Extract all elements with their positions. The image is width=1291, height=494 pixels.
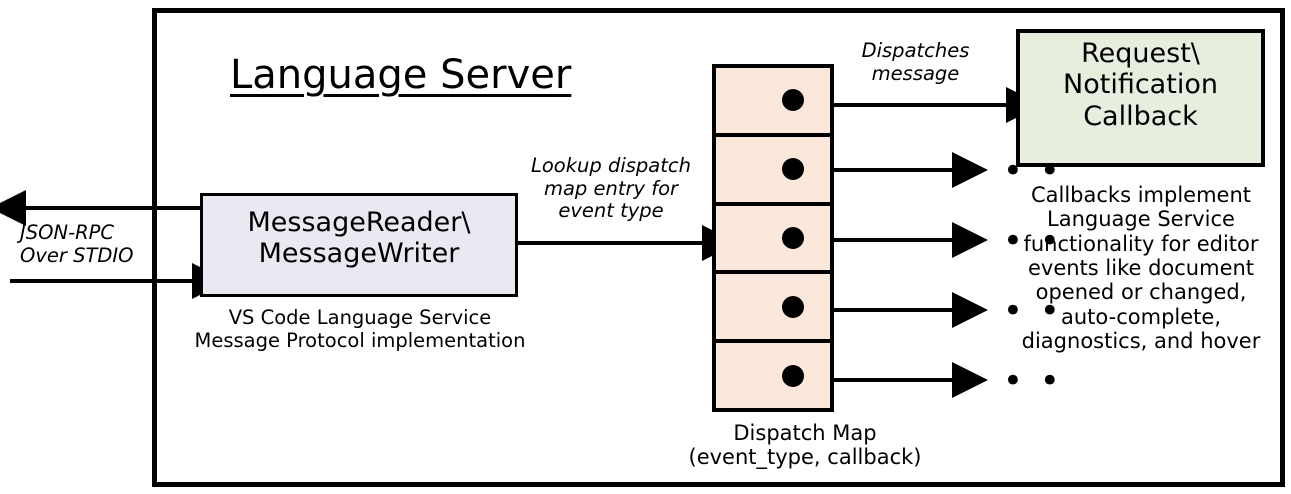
entry-dot-icon — [782, 295, 804, 318]
dispatch-map-table[interactable] — [712, 64, 834, 412]
jsonrpc-channel-label: JSON-RPC Over STDIO — [20, 221, 134, 267]
entry-dot-icon — [782, 364, 804, 387]
ellipsis-row-4: • • • — [966, 291, 1063, 331]
lookup-dispatch-label: Lookup dispatch map entry for event type — [531, 154, 691, 223]
dispatch-map-caption: Dispatch Map (event_type, callback) — [688, 421, 922, 470]
message-reader-writer-box[interactable] — [200, 193, 518, 297]
ellipsis-row-5: • • • — [966, 361, 1063, 401]
ellipsis-row-3: • • • — [966, 221, 1063, 261]
entry-dot-icon — [782, 226, 804, 249]
callback-caption: Callbacks implement Language Service fun… — [1021, 183, 1261, 354]
entry-dot-icon — [782, 158, 804, 181]
entry-dot-icon — [782, 89, 804, 112]
page-title: Language Server — [230, 52, 572, 98]
table-row[interactable] — [716, 343, 830, 408]
table-row[interactable] — [716, 137, 830, 206]
language-server-boundary — [152, 8, 1285, 487]
table-row[interactable] — [716, 68, 830, 137]
message-reader-writer-caption: VS Code Language Service Message Protoco… — [194, 306, 526, 352]
dispatches-message-label: Dispatches message — [861, 39, 970, 85]
request-notification-callback-box[interactable] — [1016, 29, 1265, 167]
message-reader-writer-label: MessageReader\ MessageWriter — [247, 207, 471, 270]
table-row[interactable] — [716, 206, 830, 275]
request-notification-callback-label: Request\ Notification Callback — [1063, 38, 1218, 132]
table-row[interactable] — [716, 274, 830, 344]
